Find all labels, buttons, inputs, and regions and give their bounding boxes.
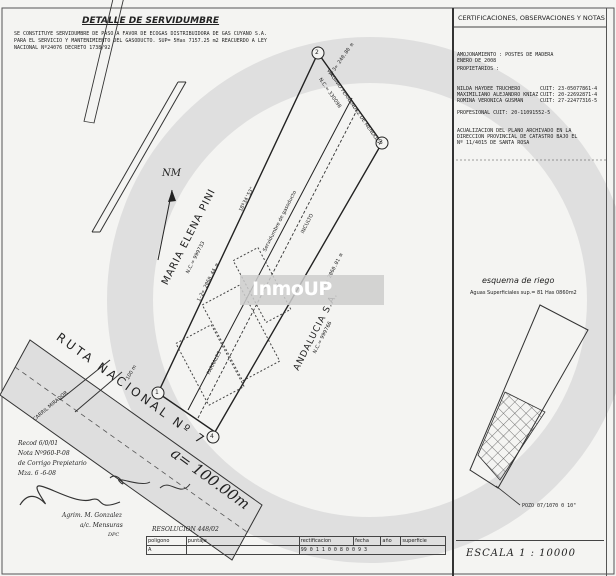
header-title: DETALLE DE SERVIDUMBRE <box>82 16 220 26</box>
vertex-marker <box>375 136 389 150</box>
vertex-number: 1 <box>155 389 159 396</box>
pozo-label: POZO 07/1070 0 10" <box>522 503 577 509</box>
watermark-text: InmoUP <box>252 278 332 300</box>
panel-text: Nº 11/4015 DE SANTA ROSA <box>457 140 530 146</box>
table-header: año <box>380 536 402 546</box>
outer-border <box>1 7 615 575</box>
esquema-hatch-area <box>477 391 546 481</box>
owner-name: ROMINA VERONICA GUSMAN <box>457 98 524 104</box>
ruta-centerline <box>14 366 248 533</box>
panel-text: DIRECCION PROVINCIAL DE CATASTRO BAJO EL <box>457 134 578 140</box>
parcel-divider <box>187 97 353 411</box>
signature-name: Agrim. M. Gonzalez <box>62 512 123 519</box>
table-cell <box>185 545 300 555</box>
north-arrow-head <box>168 190 176 202</box>
parral-block <box>175 324 245 406</box>
esquema-title: esquema de riego <box>482 276 555 285</box>
table-header: poligono <box>146 536 187 546</box>
owner-name: MAXIMILIANO ALEJANDRO KNIAZ <box>457 92 539 98</box>
owner-cuit: CUIT: 23-05077861-4 <box>540 86 598 92</box>
signature-title: a/c. Mensuras <box>80 522 123 529</box>
table-header: superficie <box>400 536 446 546</box>
carril-line-b <box>74 371 123 413</box>
table-cell: A <box>146 545 187 555</box>
handwritten-note: de Corrigo Prepietario <box>18 460 87 467</box>
right-panel-edge <box>606 8 616 576</box>
panel-text: PROPIETARIOS : <box>457 66 500 72</box>
owner-cuit: CUIT: 20-22692871-4 <box>540 92 598 98</box>
header-desc-line: SE CONSTITUYE SERVIDUMBRE DE PASO A FAVO… <box>14 31 267 37</box>
signature-scribble <box>159 483 191 490</box>
panel-text: ACUALIZACION DEL PLANO ARCHIVADO EN LA <box>457 128 572 134</box>
owner-name: NILDA HAYDEE TRUCHERO <box>457 86 521 92</box>
detail-line <box>91 81 179 233</box>
signature-scribble <box>109 475 151 485</box>
vertex-number: 4 <box>210 433 214 440</box>
vertex-number: 2 <box>315 49 319 56</box>
right-panel <box>452 8 616 576</box>
panel-title: CERTIFICACIONES, OBSERVACIONES Y NOTAS <box>458 14 605 22</box>
detail-parcel <box>83 0 124 124</box>
panel-text: PROFESIONAL CUIT: 20-11091552-5 <box>457 110 551 116</box>
vertex-marker <box>206 430 220 444</box>
esquema-parcel <box>469 304 589 489</box>
handwritten-note: Mza. 6 -6-08 <box>18 470 56 477</box>
vertex-marker <box>311 46 325 60</box>
resolucion-label: RESOLUCION 448/02 <box>152 526 219 533</box>
header-desc-line: NACIONAL Nº24076 DECRETO 1738/92 <box>14 45 111 51</box>
handwritten-note: Recod 6/0/01 <box>18 440 59 447</box>
detail-line <box>99 81 187 233</box>
owner-cuit: CUIT: 27-22477316-5 <box>540 98 598 104</box>
watermark-logo <box>240 275 384 305</box>
table-cell: 99 0 1 1 0 0 8 0 0 9 3 <box>298 545 447 555</box>
registry-table: poligono puntaje rectificacion fecha año… <box>146 536 447 568</box>
panel-text: ENERO DE 2008 <box>457 58 497 64</box>
vertex-marker <box>151 386 165 400</box>
handwritten-note: Nota Nº960-P-08 <box>18 450 70 457</box>
parral-block <box>201 284 281 382</box>
table-header: fecha <box>353 536 382 546</box>
scale-box <box>456 540 604 567</box>
servidumbre-line <box>197 107 359 419</box>
signature-org: DPC <box>108 532 120 538</box>
vertex-number: 3 <box>379 139 383 146</box>
esquema-pozo-leader <box>495 485 521 506</box>
table-header: puntaje <box>185 536 300 546</box>
carril-line-a <box>59 359 111 401</box>
scale-label: ESCALA 1 : 10000 <box>466 548 576 559</box>
esquema-sub: Aguas Superficiales sup.= 81 Has 0860m2 <box>470 290 577 296</box>
table-header: rectificacion <box>298 536 355 546</box>
north-label: NM <box>162 168 181 179</box>
panel-text: AMOJONAMIENTO : POSTES DE MADERA <box>457 52 554 58</box>
header-desc-line: PARA EL SERVICIO Y MANTENIMIENTO DEL GAS… <box>14 38 267 44</box>
signature-scribble <box>19 485 121 506</box>
